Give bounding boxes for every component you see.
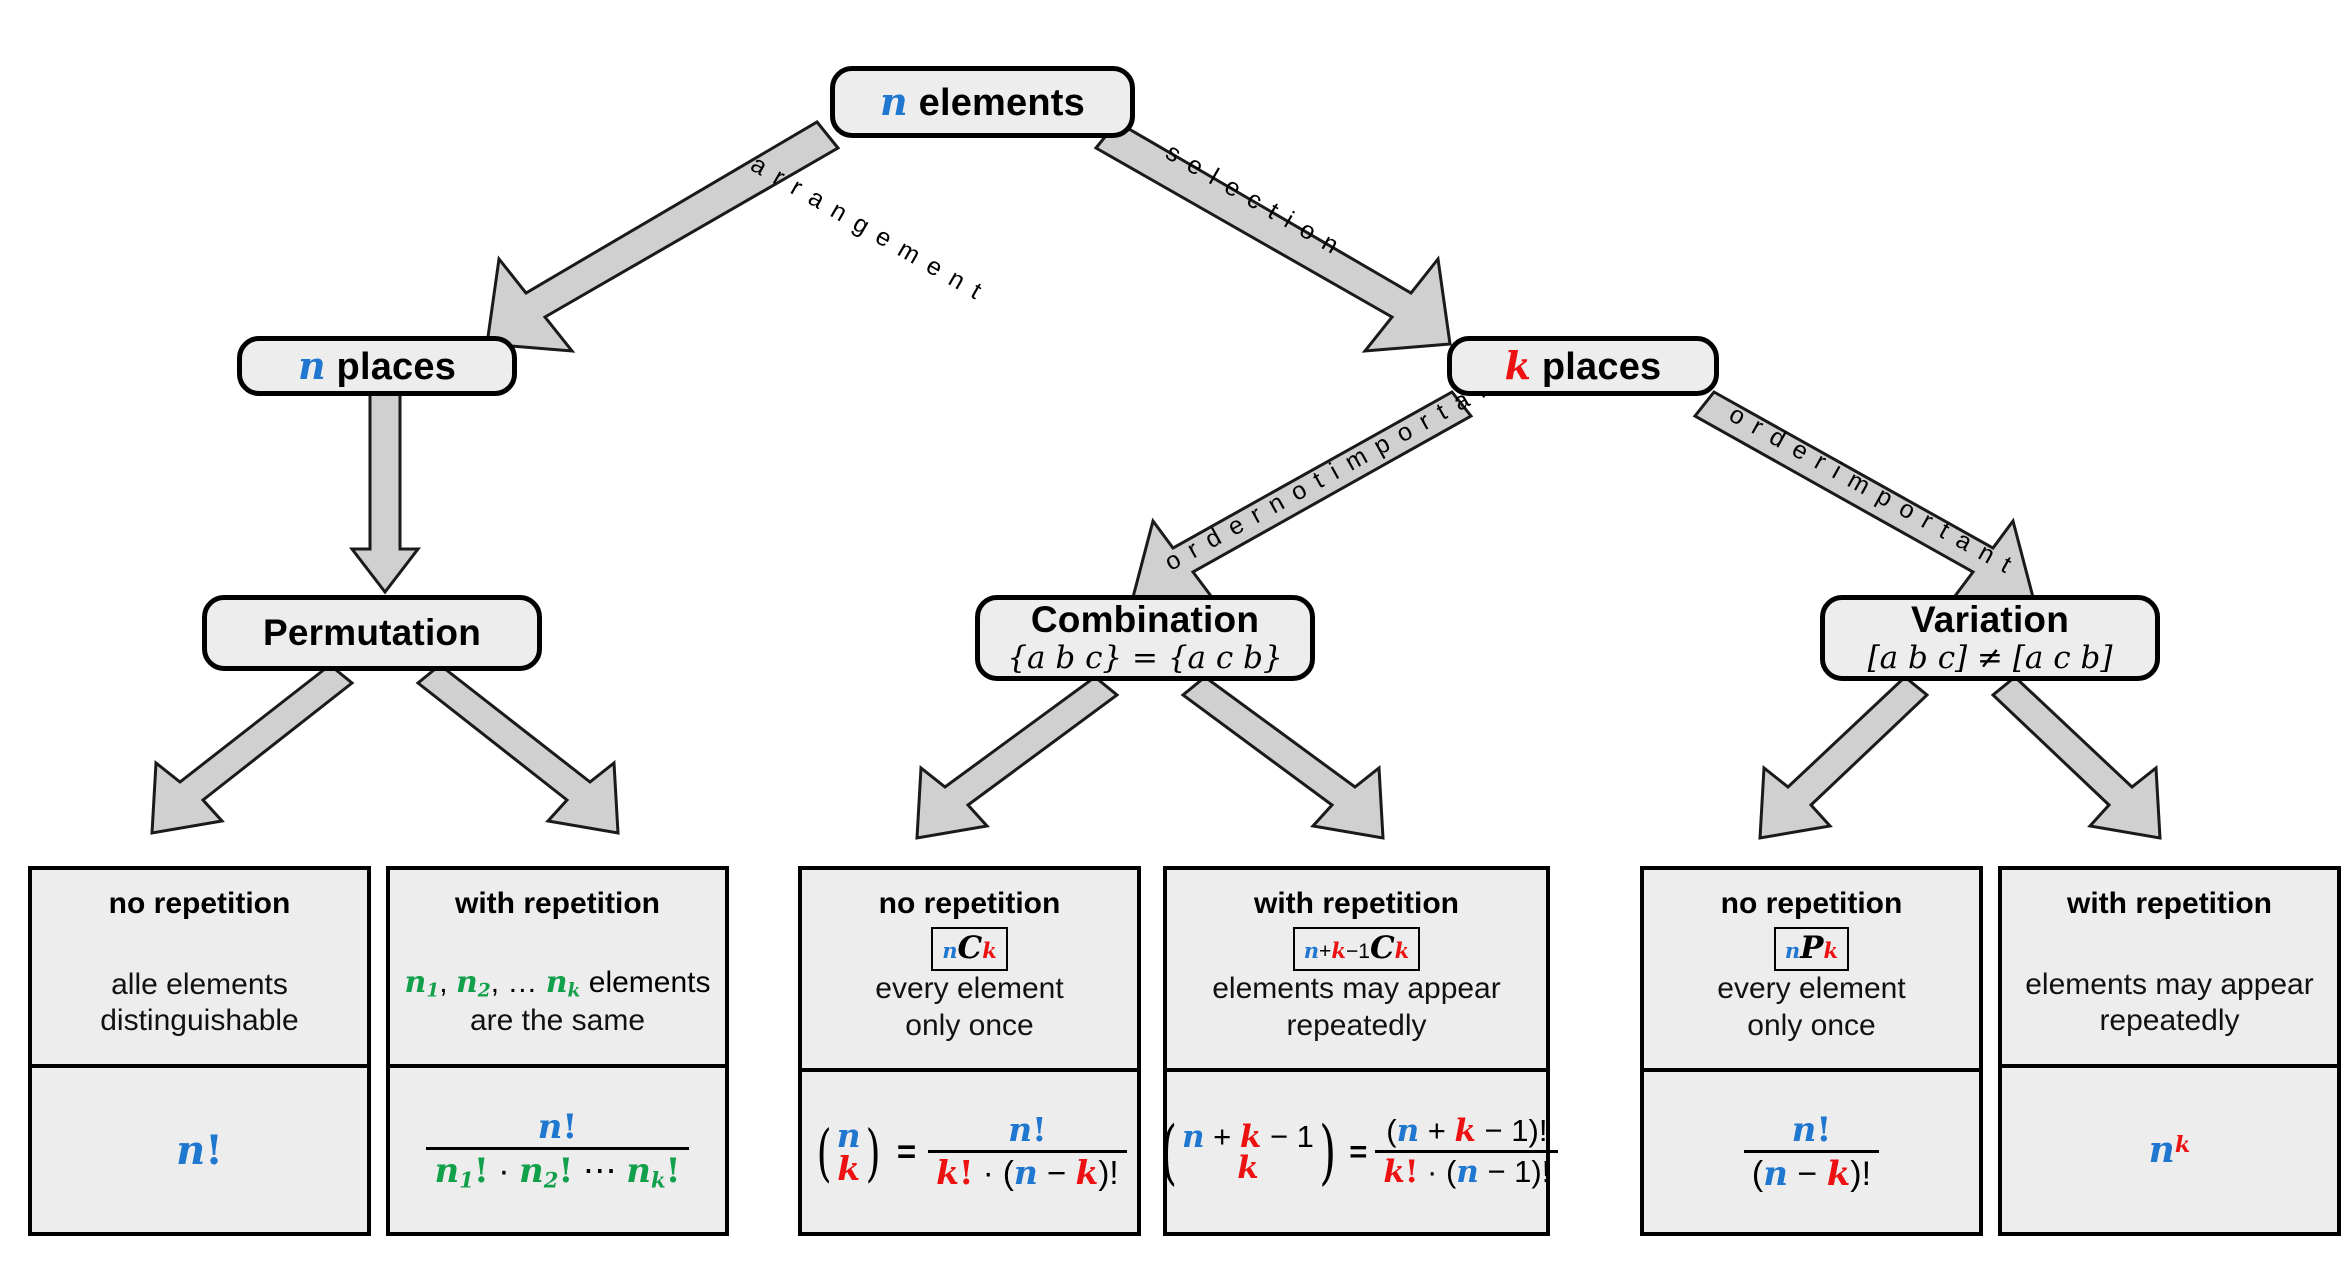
leaf-5-notation: nPk (1773, 927, 1850, 971)
leaf-2-head: with repetition (455, 887, 660, 920)
arrow-permutation-with-repetition (415, 663, 620, 835)
leaf-permutation-with-repetition[interactable]: with repetition n1, n2, … nk elements ar… (386, 866, 729, 1236)
arrow-arrangement (485, 120, 841, 353)
leaf-2-desc: n1, n2, … nk elements are the same (404, 965, 711, 1038)
leaf-1-desc: alle elements distinguishable (100, 967, 299, 1038)
leaf-5-description-cell: no repetition nPk every element only onc… (1644, 870, 1979, 1073)
node-combination-subtitle: {a b c} = {a c b} (1007, 640, 1283, 677)
leaf-6-formula-cell: nk (2002, 1068, 2337, 1232)
leaf-6-formula: nk (2148, 1129, 2191, 1171)
node-n-elements[interactable]: n elements (830, 66, 1135, 138)
leaf-variation-with-repetition[interactable]: with repetition elements may appear repe… (1998, 866, 2341, 1236)
leaf-2-formula: n! n1! · n2! ⋯ nk! (426, 1109, 689, 1192)
leaf-4-head: with repetition (1254, 887, 1459, 920)
leaf-4-formula-cell: ( n + k − 1 k ) = (n + k − 1)! k! · (n −… (1160, 1072, 1559, 1232)
leaf-2-desc-line1: n1, n2, … nk elements (404, 965, 711, 1002)
leaf-3-desc: every element only once (875, 972, 1064, 1042)
node-variation[interactable]: Variation [a b c] ≠ [a c b] (1820, 595, 2160, 681)
node-k-places-label: k places (1504, 343, 1662, 388)
leaf-variation-no-repetition[interactable]: no repetition nPk every element only onc… (1640, 866, 1983, 1236)
node-k-places[interactable]: k places (1447, 336, 1719, 396)
leaf-3-description-cell: no repetition nCk every element only onc… (802, 870, 1137, 1073)
leaf-5-formula: n! (n − k)! (1743, 1112, 1880, 1192)
leaf-6-desc: elements may appear repeatedly (2025, 967, 2314, 1038)
leaf-1-formula-cell: n! (32, 1068, 367, 1232)
leaf-3-head: no repetition (878, 887, 1061, 920)
leaf-1-head: no repetition (108, 887, 291, 920)
leaf-4-notation: n+k−1Ck (1292, 927, 1421, 971)
leaf-5-formula-cell: n! (n − k)! (1644, 1072, 1979, 1232)
leaf-permutation-no-repetition[interactable]: no repetition alle elements distinguisha… (28, 866, 371, 1236)
leaf-6-description-cell: with repetition elements may appear repe… (2002, 870, 2337, 1068)
arrow-n-places-to-permutation (348, 390, 422, 595)
leaf-combination-no-repetition[interactable]: no repetition nCk every element only onc… (798, 866, 1141, 1236)
leaf-2-formula-cell: n! n1! · n2! ⋯ nk! (390, 1068, 725, 1232)
leaf-5-head: no repetition (1720, 887, 1903, 920)
arrow-combination-no-repetition (915, 675, 1120, 840)
node-variation-title: Variation (1910, 598, 2070, 640)
leaf-4-formula: ( n + k − 1 k ) = (n + k − 1)! k! · (n −… (1155, 1111, 1559, 1193)
leaf-1-formula: n! (176, 1126, 223, 1174)
node-permutation[interactable]: Permutation (202, 595, 542, 671)
node-n-places-label: n places (297, 343, 457, 388)
leaf-6-head: with repetition (2067, 887, 2272, 920)
leaf-3-notation: nCk (931, 927, 1008, 971)
leaf-5-desc: every element only once (1717, 972, 1906, 1042)
node-combination[interactable]: Combination {a b c} = {a c b} (975, 595, 1315, 681)
node-n-elements-label: n elements (880, 79, 1085, 124)
node-combination-title: Combination (1030, 598, 1260, 640)
leaf-1-description-cell: no repetition alle elements distinguisha… (32, 870, 367, 1068)
arrow-selection (1093, 120, 1452, 353)
leaf-4-desc: elements may appear repeatedly (1212, 972, 1501, 1042)
leaf-4-description-cell: with repetition n+k−1Ck elements may app… (1167, 870, 1546, 1073)
node-variation-subtitle: [a b c] ≠ [a c b] (1867, 640, 2113, 677)
arrow-variation-no-repetition (1758, 675, 1930, 840)
leaf-combination-with-repetition[interactable]: with repetition n+k−1Ck elements may app… (1160, 866, 1559, 1236)
leaf-2-description-cell: with repetition n1, n2, … nk elements ar… (390, 870, 725, 1068)
node-n-places[interactable]: n places (237, 336, 517, 396)
arrow-variation-with-repetition (1990, 675, 2162, 840)
arrow-permutation-no-repetition (150, 663, 355, 835)
arrow-combination-with-repetition (1180, 675, 1385, 840)
node-permutation-title: Permutation (262, 611, 482, 653)
